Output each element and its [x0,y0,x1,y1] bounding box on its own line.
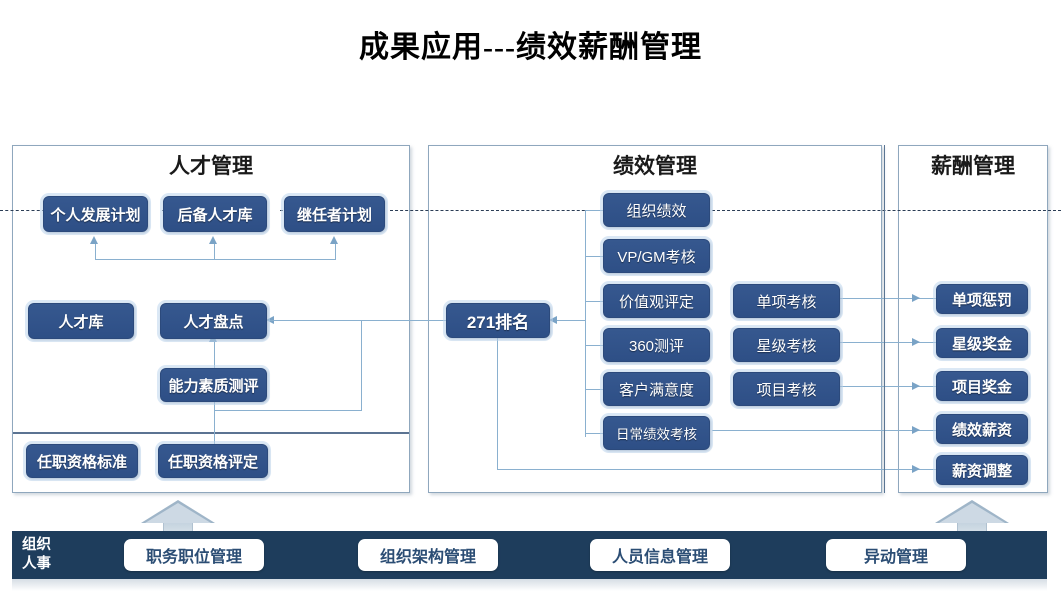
node-daily-performance-review[interactable]: 日常绩效考核 [603,416,710,450]
connector-perf-spine [585,210,587,437]
arrowhead-succession [330,236,338,244]
connector-qual-loop-v [361,320,363,411]
node-360-review[interactable]: 360测评 [603,328,710,362]
connector-succession-stem [335,243,337,260]
bottom-button-transfer-management[interactable]: 异动管理 [826,539,966,571]
connector-bottom-rail [497,469,952,471]
connector-danxiang [840,298,940,300]
node-271-ranking[interactable]: 271排名 [446,303,550,338]
bottom-bar-label-line1: 组织 [22,537,51,553]
arrowhead-reserve [209,236,217,244]
node-customer-satisfaction[interactable]: 客户满意度 [603,372,710,406]
node-vp-gm-assessment[interactable]: VP/GM考核 [603,239,710,273]
connector-spine-to-271 [551,320,586,322]
node-succession-plan[interactable]: 继任者计划 [284,196,385,232]
page-title: 成果应用---绩效薪酬管理 [359,31,702,64]
panel-compensation-title: 薪酬管理 [931,155,1015,178]
connector-idp-stem [95,243,97,260]
node-salary-adjustment[interactable]: 薪资调整 [936,455,1028,485]
connector-spine-vpgm [585,256,603,258]
connector-rail-to-adjust [860,469,940,471]
bottom-bar-shadow [12,579,1047,591]
bottom-button-org-structure-management[interactable]: 组织架构管理 [358,539,498,571]
panel-performance-title: 绩效管理 [613,155,697,178]
bottom-bar-label: 组织 人事 [22,536,82,574]
node-star-rating-assessment[interactable]: 星级考核 [733,328,840,362]
arrowhead-271 [549,316,557,324]
node-individual-development-plan[interactable]: 个人发展计划 [43,196,148,232]
node-project-bonus[interactable]: 项目奖金 [936,371,1028,401]
arrowhead-xingji-bonus [912,338,920,346]
node-qualification-assessment[interactable]: 任职资格评定 [158,444,268,478]
bottom-bar-label-line2: 人事 [22,556,51,572]
dashed-guide-right [712,210,1061,211]
dashed-guide-left [0,210,45,211]
connector-271-to-review [268,320,448,322]
node-performance-salary[interactable]: 绩效薪资 [936,414,1028,444]
connector-daily-to-salary [712,430,940,432]
node-reserve-talent-pool[interactable]: 后备人才库 [163,196,267,232]
node-star-bonus[interactable]: 星级奖金 [936,328,1028,358]
arrowhead-xiangmu-bonus [912,382,920,390]
node-single-item-penalty[interactable]: 单项惩罚 [936,284,1028,314]
connector-spine-360 [585,345,603,347]
arrowhead-danxiang-penalty [912,294,920,302]
connector-qual-loop-h [214,410,362,412]
node-values-evaluation[interactable]: 价值观评定 [603,284,710,318]
connector-competency-to-review [214,340,216,370]
node-talent-pool[interactable]: 人才库 [28,303,134,339]
panel-talent-title: 人才管理 [169,155,253,178]
bottom-button-personnel-info-management[interactable]: 人员信息管理 [590,539,730,571]
connector-spine-values [585,301,603,303]
connector-xiangmu [840,386,940,388]
connector-spine-csat [585,389,603,391]
arrowhead-idp [90,236,98,244]
node-organizational-performance[interactable]: 组织绩效 [603,193,710,227]
arrowhead-salary-adjust [912,465,920,473]
arrowhead-daily-salary [912,426,920,434]
node-qualification-standard[interactable]: 任职资格标准 [26,444,138,478]
talent-section-divider [13,432,409,434]
connector-spine-org [585,210,603,212]
node-single-item-assessment[interactable]: 单项考核 [733,284,840,318]
connector-gutter-line-1 [884,145,886,493]
connector-reserve-stem [214,243,216,260]
connector-271-down [497,338,499,470]
node-project-assessment[interactable]: 项目考核 [733,372,840,406]
connector-xingji [840,342,940,344]
node-competency-assessment[interactable]: 能力素质测评 [160,368,267,402]
connector-qualification-to-competency [214,401,216,444]
dashed-guide-mid [390,210,605,211]
bottom-button-job-position-management[interactable]: 职务职位管理 [124,539,264,571]
connector-spine-daily [585,433,603,435]
node-talent-review[interactable]: 人才盘点 [160,303,267,339]
